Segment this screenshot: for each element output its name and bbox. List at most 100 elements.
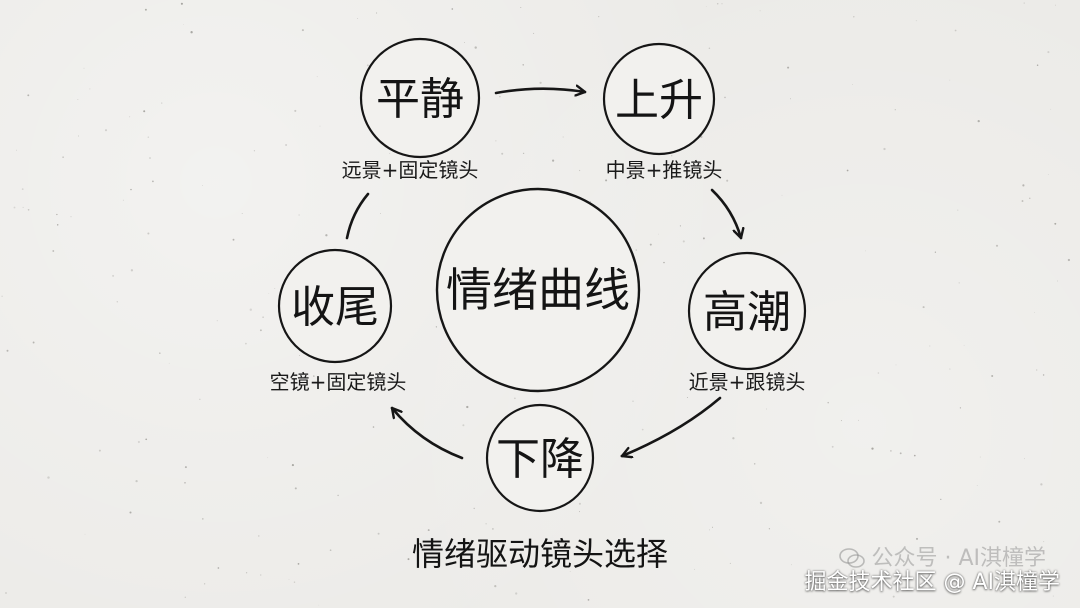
paper-speck <box>380 213 381 214</box>
paper-speck <box>202 185 203 186</box>
paper-speck <box>245 572 248 574</box>
shot-label-rise: 中景+推镜头 <box>606 158 723 182</box>
paper-speck <box>1047 51 1050 54</box>
paper-speck <box>708 47 711 50</box>
paper-speck <box>520 7 522 9</box>
paper-speck <box>569 571 571 572</box>
connector-end-to-calm <box>345 192 370 240</box>
paper-speck <box>474 46 477 49</box>
paper-speck <box>366 64 369 67</box>
paper-speck <box>890 450 892 452</box>
paper-speck <box>112 274 115 277</box>
paper-speck <box>159 352 161 354</box>
paper-speck <box>216 320 218 322</box>
paper-speck <box>451 8 454 10</box>
paper-speck <box>149 157 151 159</box>
stage-node-calm <box>359 37 481 159</box>
paper-speck <box>1022 184 1025 187</box>
paper-speck <box>1057 280 1059 282</box>
paper-speck <box>1029 197 1031 199</box>
paper-speck <box>316 76 318 78</box>
paper-speck <box>145 438 148 441</box>
paper-speck <box>883 147 886 151</box>
paper-speck <box>298 355 300 357</box>
shot-label-end: 空镜+固定镜头 <box>270 370 407 394</box>
paper-speck <box>180 2 183 5</box>
paper-speck <box>853 16 855 18</box>
paper-speck <box>721 3 723 5</box>
paper-speck <box>98 449 101 452</box>
stage-node-rise <box>602 42 716 156</box>
paper-speck <box>429 164 432 167</box>
paper-speck <box>552 159 555 162</box>
center-circle <box>435 187 641 393</box>
paper-speck <box>494 585 497 588</box>
paper-speck <box>1036 369 1038 371</box>
paper-speck <box>501 152 504 155</box>
paper-speck <box>27 94 30 97</box>
paper-speck <box>865 250 866 252</box>
paper-speck <box>253 150 256 152</box>
paper-speck <box>152 180 154 183</box>
paper-speck <box>1036 64 1039 67</box>
paper-speck <box>641 428 644 431</box>
paper-speck <box>1 295 3 298</box>
arrow-fall-to-end <box>390 406 464 460</box>
paper-speck <box>1040 483 1043 486</box>
paper-speck <box>357 18 359 19</box>
paper-speck <box>959 407 962 409</box>
paper-speck <box>77 99 79 100</box>
paper-speck <box>70 216 72 218</box>
paper-speck <box>905 577 907 579</box>
paper-speck <box>1042 374 1045 376</box>
paper-speck <box>790 98 791 100</box>
paper-speck <box>319 125 321 127</box>
paper-speck <box>313 375 315 377</box>
paper-speck <box>716 3 719 5</box>
paper-speck <box>976 485 978 487</box>
paper-speck <box>840 420 842 422</box>
paper-speck <box>858 419 859 421</box>
paper-speck <box>709 529 710 531</box>
paper-speck <box>268 293 270 295</box>
paper-speck <box>294 109 297 112</box>
paper-speck <box>705 6 707 8</box>
diagram-caption: 情绪驱动镜头选择 <box>412 535 668 573</box>
paper-speck <box>298 214 300 216</box>
paper-speck <box>129 116 131 118</box>
paper-speck <box>1034 312 1035 314</box>
paper-speck <box>1067 258 1071 262</box>
paper-speck <box>679 225 681 227</box>
paper-speck <box>635 249 637 251</box>
paper-speck <box>934 251 937 253</box>
paper-speck <box>1052 595 1054 597</box>
shot-label-calm: 远景+固定镜头 <box>342 158 479 182</box>
paper-speck <box>759 501 763 505</box>
paper-speck <box>325 234 328 237</box>
paper-speck <box>130 188 132 191</box>
paper-speck <box>184 466 187 469</box>
paper-speck <box>1047 174 1049 175</box>
paper-speck <box>267 457 269 459</box>
paper-speck <box>32 341 35 344</box>
paper-speck <box>13 206 16 209</box>
paper-speck <box>147 136 150 138</box>
paper-speck <box>258 535 260 537</box>
paper-speck <box>16 149 17 151</box>
paper-speck <box>533 32 535 34</box>
paper-speck <box>724 96 726 99</box>
paper-speck <box>89 88 91 90</box>
paper-speck <box>766 408 767 410</box>
paper-speck <box>168 362 170 364</box>
paper-speck <box>831 445 834 448</box>
paper-speck <box>1023 2 1025 4</box>
paper-speck <box>1050 108 1052 110</box>
paper-speck <box>184 596 186 598</box>
paper-speck <box>871 447 874 450</box>
paper-speck <box>578 511 581 513</box>
paper-speck <box>877 372 880 374</box>
paper-speck <box>894 109 896 111</box>
paper-speck <box>514 397 516 400</box>
